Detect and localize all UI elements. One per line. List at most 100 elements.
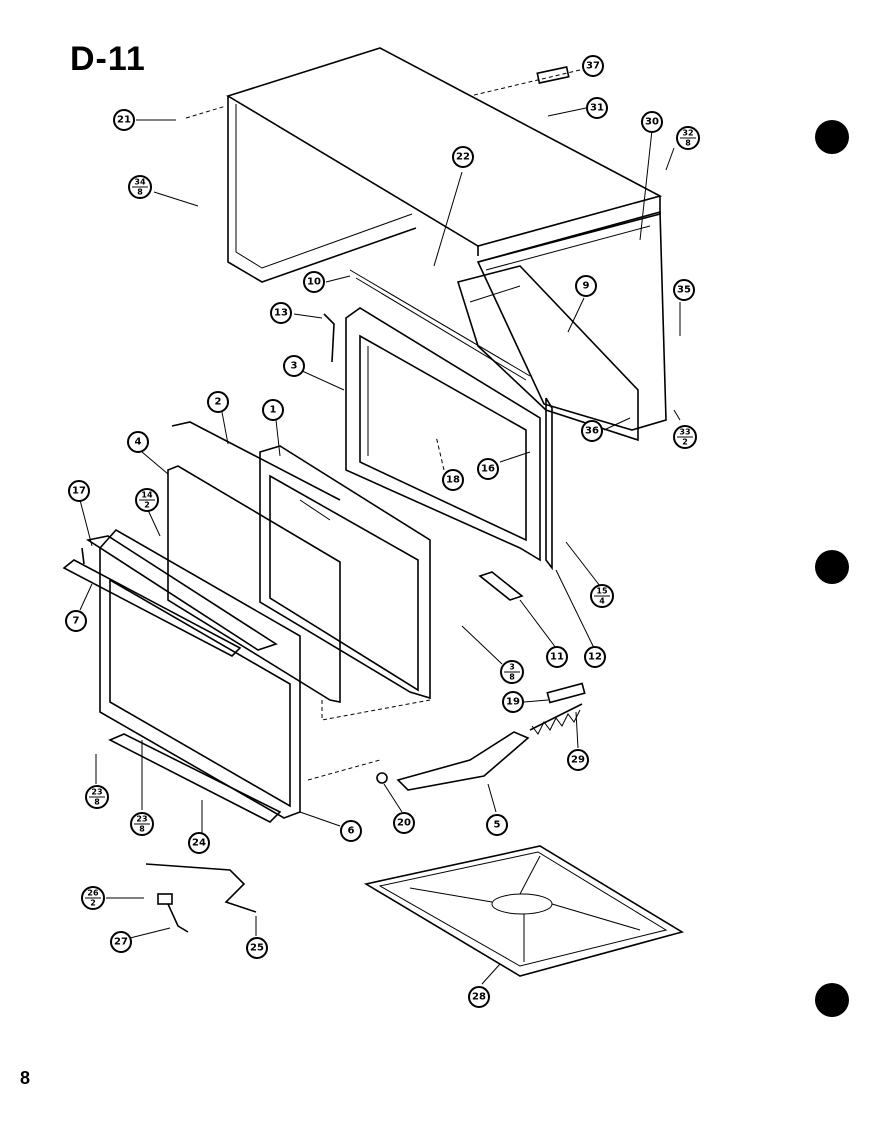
guide-dash-4 bbox=[321, 699, 431, 721]
frame-2 bbox=[171, 421, 341, 501]
svg-text:27: 27 bbox=[114, 937, 128, 948]
svg-text:2: 2 bbox=[682, 438, 688, 447]
svg-text:25: 25 bbox=[250, 943, 264, 954]
svg-text:4: 4 bbox=[599, 597, 605, 606]
svg-text:8: 8 bbox=[509, 673, 515, 682]
wire-harness bbox=[145, 863, 257, 913]
callout-19: 19 bbox=[502, 691, 524, 713]
side-trim-13 bbox=[323, 313, 335, 363]
binder-hole-middle bbox=[815, 550, 849, 584]
callout-31: 31 bbox=[586, 97, 608, 119]
callout-23-8-left: 23 8 bbox=[85, 785, 109, 809]
svg-text:22: 22 bbox=[456, 152, 470, 163]
outer-cabinet bbox=[226, 47, 663, 283]
svg-text:20: 20 bbox=[397, 818, 411, 829]
callout-7: 7 bbox=[65, 610, 87, 632]
svg-text:4: 4 bbox=[135, 437, 142, 448]
spring bbox=[529, 703, 583, 731]
bushing-20 bbox=[376, 772, 388, 784]
side-trim-12 bbox=[545, 397, 553, 571]
svg-text:2: 2 bbox=[144, 501, 150, 510]
svg-text:2: 2 bbox=[215, 397, 222, 408]
svg-text:36: 36 bbox=[585, 426, 599, 437]
outer-door bbox=[85, 528, 301, 819]
callout-22: 22 bbox=[452, 146, 474, 168]
callout-23-8-right: 23 8 bbox=[130, 812, 154, 836]
callout-33-2: 33 2 bbox=[673, 425, 697, 449]
binder-hole-top bbox=[815, 120, 849, 154]
svg-text:11: 11 bbox=[550, 652, 564, 663]
svg-text:6: 6 bbox=[348, 826, 355, 837]
svg-text:8: 8 bbox=[685, 139, 691, 148]
svg-text:15: 15 bbox=[596, 587, 608, 596]
callout-16: 16 bbox=[477, 458, 499, 480]
callout-28: 28 bbox=[468, 986, 490, 1008]
callout-5: 5 bbox=[486, 814, 508, 836]
svg-text:26: 26 bbox=[87, 889, 99, 898]
svg-text:12: 12 bbox=[588, 652, 602, 663]
callout-13: 13 bbox=[270, 302, 292, 324]
callout-35: 35 bbox=[673, 279, 695, 301]
front-frame bbox=[345, 269, 541, 562]
svg-text:30: 30 bbox=[645, 117, 659, 128]
back-panel bbox=[476, 210, 667, 431]
hinge-arm bbox=[396, 731, 530, 791]
oven-liner bbox=[456, 265, 639, 442]
callout-9: 9 bbox=[575, 275, 597, 297]
drip-tray bbox=[363, 845, 685, 977]
callout-3: 3 bbox=[283, 355, 305, 377]
svg-text:16: 16 bbox=[481, 464, 495, 475]
callout-27: 27 bbox=[110, 931, 132, 953]
svg-text:33: 33 bbox=[679, 428, 690, 437]
callout-24: 24 bbox=[188, 832, 210, 854]
svg-text:28: 28 bbox=[472, 992, 486, 1003]
callout-32-8: 32 8 bbox=[676, 126, 700, 150]
svg-text:14: 14 bbox=[141, 491, 153, 500]
svg-text:13: 13 bbox=[274, 308, 288, 319]
connector-27-lead bbox=[167, 903, 189, 933]
callout-6: 6 bbox=[340, 820, 362, 842]
svg-text:23: 23 bbox=[136, 815, 147, 824]
callout-3-8: 3 8 bbox=[500, 660, 524, 684]
svg-text:3: 3 bbox=[509, 663, 515, 672]
svg-text:1: 1 bbox=[270, 405, 277, 416]
page-number: 8 bbox=[20, 1068, 31, 1088]
bottom-trim-11 bbox=[478, 571, 524, 601]
callout-14-2: 14 2 bbox=[135, 488, 159, 512]
callout-37: 37 bbox=[582, 55, 604, 77]
svg-text:19: 19 bbox=[506, 697, 520, 708]
hinge-plate bbox=[108, 733, 282, 823]
svg-text:8: 8 bbox=[139, 825, 145, 834]
svg-text:8: 8 bbox=[137, 188, 143, 197]
svg-text:23: 23 bbox=[91, 788, 102, 797]
svg-text:18: 18 bbox=[446, 475, 460, 486]
svg-text:24: 24 bbox=[192, 838, 206, 849]
svg-text:5: 5 bbox=[494, 820, 501, 831]
page-title: D-11 bbox=[70, 40, 146, 78]
svg-text:3: 3 bbox=[291, 361, 298, 372]
svg-text:31: 31 bbox=[590, 103, 604, 114]
pin-19 bbox=[546, 682, 586, 704]
callout-12: 12 bbox=[584, 646, 606, 668]
callout-1: 1 bbox=[262, 399, 284, 421]
callout-20: 20 bbox=[393, 812, 415, 834]
callout-26-2: 26 2 bbox=[81, 886, 105, 910]
svg-text:2: 2 bbox=[90, 899, 96, 908]
svg-text:29: 29 bbox=[571, 755, 585, 766]
svg-text:35: 35 bbox=[677, 285, 691, 296]
callout-15-4: 15 4 bbox=[590, 584, 614, 608]
svg-text:17: 17 bbox=[72, 486, 86, 497]
callout-25: 25 bbox=[246, 937, 268, 959]
callout-30: 30 bbox=[641, 111, 663, 133]
callout-2: 2 bbox=[207, 391, 229, 413]
spring-coils bbox=[531, 709, 581, 735]
callout-11: 11 bbox=[546, 646, 568, 668]
callout-18: 18 bbox=[442, 469, 464, 491]
callout-36: 36 bbox=[581, 420, 603, 442]
svg-text:7: 7 bbox=[73, 616, 80, 627]
svg-text:37: 37 bbox=[586, 61, 600, 72]
door-handle bbox=[62, 559, 242, 657]
callout-4: 4 bbox=[127, 431, 149, 453]
glass-frame-4 bbox=[167, 465, 341, 703]
